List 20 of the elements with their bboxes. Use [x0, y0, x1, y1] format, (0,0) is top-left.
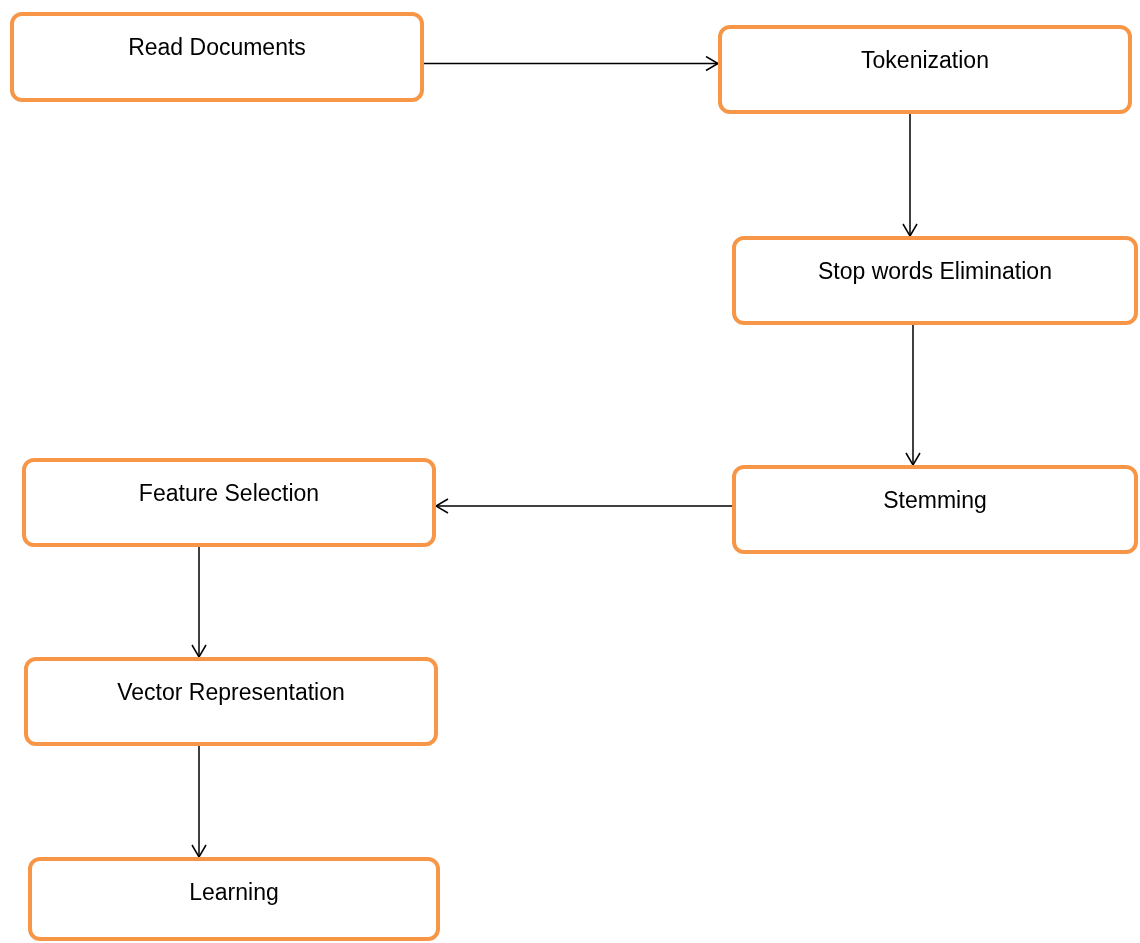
- arrow: [423, 55, 719, 72]
- process-box: [732, 465, 1138, 554]
- process-box: [718, 25, 1132, 114]
- arrow: [191, 546, 207, 658]
- step-label: Read Documents: [127, 34, 307, 61]
- arrow: [191, 745, 207, 858]
- process-box: [24, 657, 438, 746]
- step-label: Feature Selection: [137, 480, 321, 507]
- step-label: Vector Representation: [116, 679, 346, 706]
- arrow: [902, 113, 918, 237]
- step-label: Stop words Elimination: [817, 258, 1053, 285]
- step-label: Learning: [188, 879, 280, 906]
- process-box: [10, 12, 424, 102]
- process-box: [22, 458, 436, 547]
- process-box: [28, 857, 440, 941]
- arrow: [435, 498, 733, 514]
- step-label: Tokenization: [860, 47, 990, 74]
- process-box: [732, 236, 1138, 325]
- step-label: Stemming: [882, 487, 988, 514]
- arrow: [905, 324, 921, 466]
